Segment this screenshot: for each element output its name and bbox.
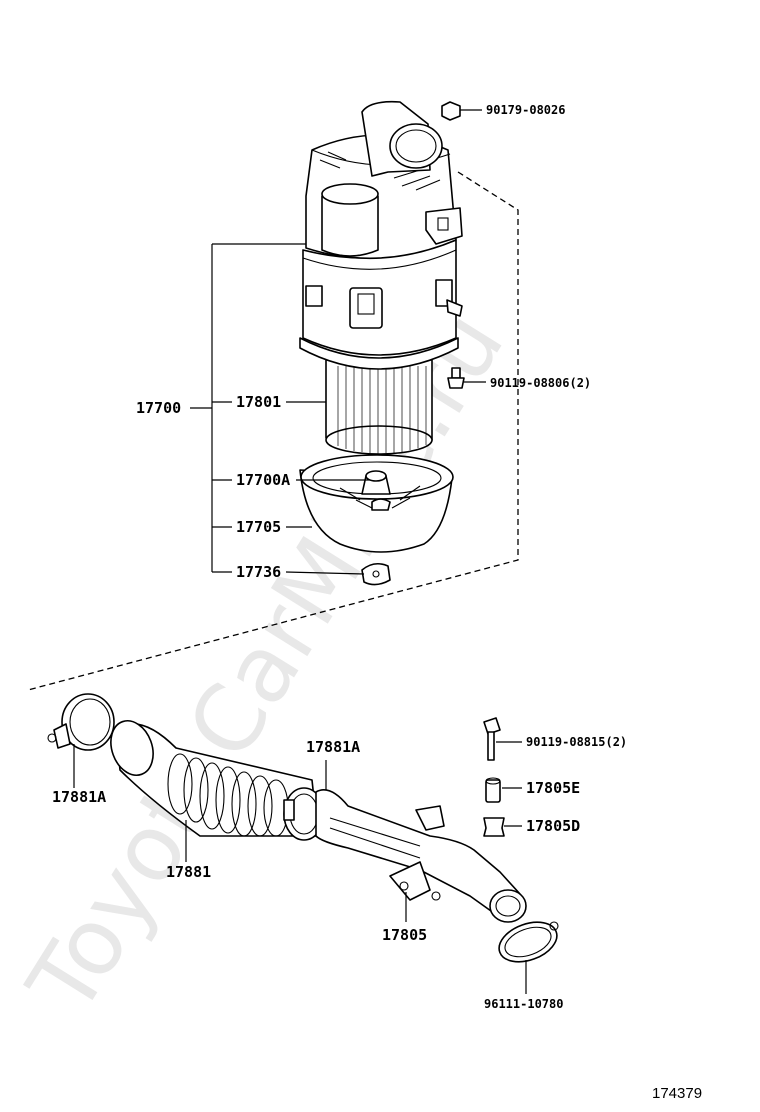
label-17881: 17881	[166, 863, 211, 881]
grommet-17805D	[483, 817, 522, 837]
spacer-17805E	[485, 777, 522, 803]
intake-hose-17881	[110, 720, 319, 862]
intake-hose-group	[47, 693, 559, 994]
label-90119-08806: 90119-08806(2)	[490, 376, 591, 390]
nut-90179-08026	[441, 101, 482, 121]
hose-clamp-96111-10780	[498, 921, 559, 994]
label-90179-08026: 90179-08026	[486, 103, 565, 117]
dust-cap-17705	[299, 454, 454, 553]
label-17881A-top: 17881A	[306, 738, 360, 756]
label-17700: 17700	[136, 399, 181, 417]
label-17805E: 17805E	[526, 779, 580, 797]
air-cleaner-assembly	[27, 100, 519, 691]
label-17705: 17705	[236, 518, 281, 536]
label-17736: 17736	[236, 563, 281, 581]
label-17805D: 17805D	[526, 817, 580, 835]
label-17805: 17805	[382, 926, 427, 944]
bolt-90119-08806	[447, 367, 486, 389]
bolt-90119-08815	[483, 717, 522, 761]
air-cleaner-cap	[305, 100, 463, 260]
label-90119-08815: 90119-08815(2)	[526, 735, 627, 749]
label-17700A: 17700A	[236, 471, 290, 489]
air-cleaner-housing	[299, 239, 463, 370]
assembly-dashed-line	[27, 171, 519, 691]
label-17801: 17801	[236, 393, 281, 411]
filter-element-17801	[325, 359, 433, 455]
label-17881A-left: 17881A	[52, 788, 106, 806]
hose-clamp-17881A-left	[47, 693, 115, 788]
clamp-17736	[361, 562, 391, 586]
figure-id: 174379	[652, 1085, 702, 1102]
callout-bracket-17700	[190, 243, 370, 575]
label-96111-10780: 96111-10780	[484, 997, 563, 1011]
intake-pipe-17805	[315, 789, 527, 923]
